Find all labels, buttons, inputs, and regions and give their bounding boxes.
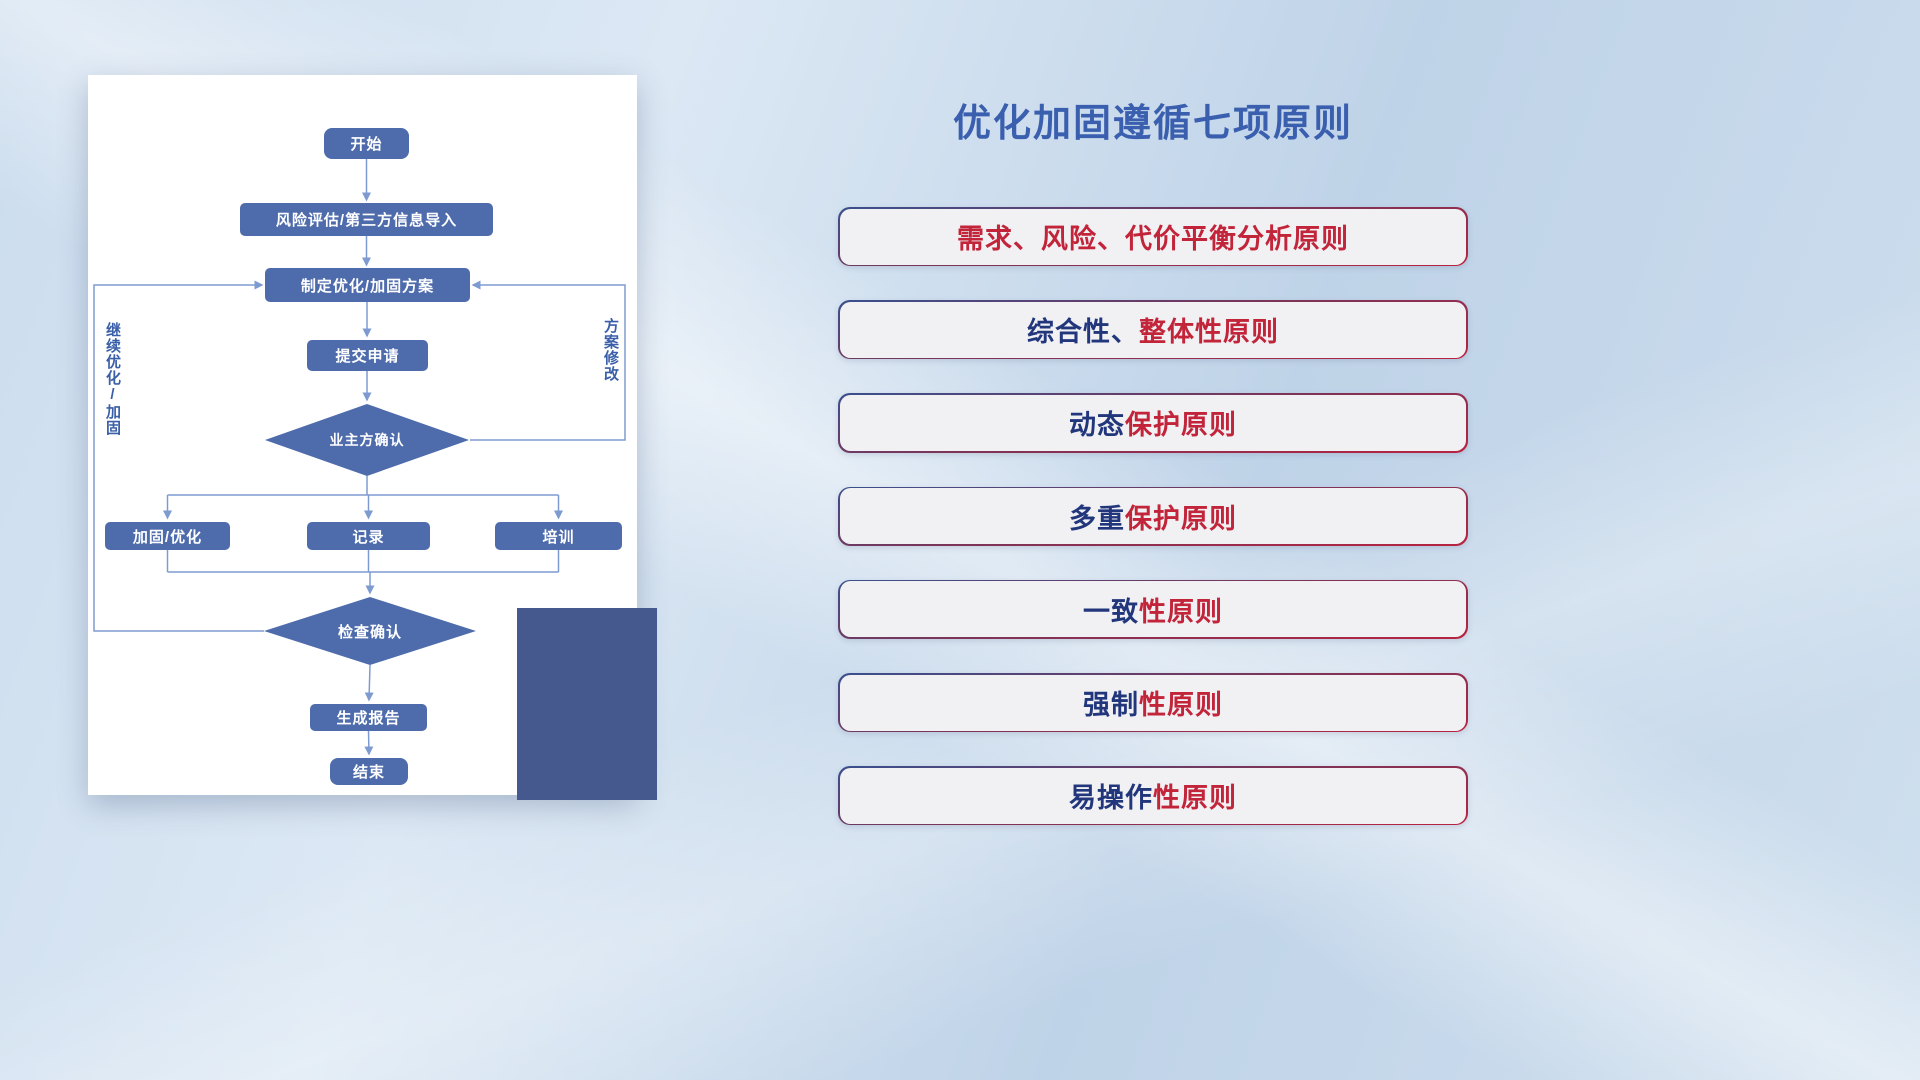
principles-panel: 优化加固遵循七项原则 需求、风险、代价平衡分析原则 综合性、整体性原则 动态保护…: [838, 92, 1468, 826]
principle-text-blue: 强制: [1083, 690, 1139, 721]
principle-item: 强制性原则: [838, 672, 1468, 733]
flow-node-owner-confirm: 业主方确认: [329, 432, 405, 448]
principle-text-red: 性原则: [1139, 596, 1223, 627]
principle-text-red: 整体性原则: [1139, 317, 1279, 348]
principle-text-blue: 综合性、: [1027, 317, 1139, 348]
principle-text-blue: 易操作: [1069, 783, 1153, 814]
principle-item: 多重保护原则: [838, 486, 1468, 546]
flow-node-risk-import: 风险评估/第三方信息导入: [240, 203, 493, 236]
principle-text-blue: 动态: [1069, 410, 1125, 441]
flow-loop-label-continue: 继续优化/加固: [104, 322, 121, 436]
principle-text-blue: 多重: [1069, 503, 1125, 534]
principle-text-blue: 一致: [1083, 596, 1139, 627]
principle-label: 易操作性原则: [839, 767, 1467, 824]
flow-node-end: 结束: [330, 758, 408, 785]
principle-label: 需求、风险、代价平衡分析原则: [839, 208, 1467, 265]
flow-node-submit: 提交申请: [307, 340, 428, 371]
principle-item: 一致性原则: [838, 579, 1468, 639]
connector-lines: [93, 159, 626, 756]
principle-label: 综合性、整体性原则: [839, 301, 1467, 358]
principle-text-red: 需求、风险、代价平衡分析原则: [957, 224, 1349, 255]
principles-list: 需求、风险、代价平衡分析原则 综合性、整体性原则 动态保护原则 多重保护原则: [838, 207, 1468, 826]
principle-text-red: 性原则: [1139, 690, 1223, 721]
principle-item: 综合性、整体性原则: [838, 300, 1468, 360]
flow-node-start: 开始: [324, 128, 409, 159]
page-title: 优化加固遵循七项原则: [952, 103, 1353, 145]
principle-item: 易操作性原则: [838, 766, 1468, 826]
principle-label: 多重保护原则: [839, 488, 1467, 545]
principle-text-red: 性原则: [1153, 783, 1237, 814]
principle-label: 一致性原则: [839, 581, 1467, 638]
principle-text-red: 保护原则: [1125, 410, 1237, 441]
decision-diamond-owner: [265, 404, 469, 476]
flow-node-reinforce: 加固/优化: [105, 522, 230, 550]
principle-item: 动态保护原则: [838, 393, 1468, 453]
accent-rectangle: [517, 608, 657, 800]
principle-item: 需求、风险、代价平衡分析原则: [838, 207, 1468, 267]
flow-node-report: 生成报告: [310, 704, 427, 731]
principle-text-red: 保护原则: [1125, 503, 1237, 534]
flow-node-make-plan: 制定优化/加固方案: [265, 268, 470, 302]
flowchart-card: 开始 风险评估/第三方信息导入 制定优化/加固方案 提交申请 业主方确认 加固/…: [88, 75, 637, 795]
flow-node-record: 记录: [307, 522, 430, 550]
principle-label: 强制性原则: [839, 674, 1467, 731]
flowchart-connectors: [93, 159, 626, 756]
principle-label: 动态保护原则: [839, 394, 1467, 451]
flow-node-check-confirm: 检查确认: [337, 623, 402, 641]
flow-loop-label-revise: 方案修改: [602, 318, 619, 382]
decision-diamond-check: [264, 597, 476, 665]
flow-node-training: 培训: [495, 522, 622, 550]
